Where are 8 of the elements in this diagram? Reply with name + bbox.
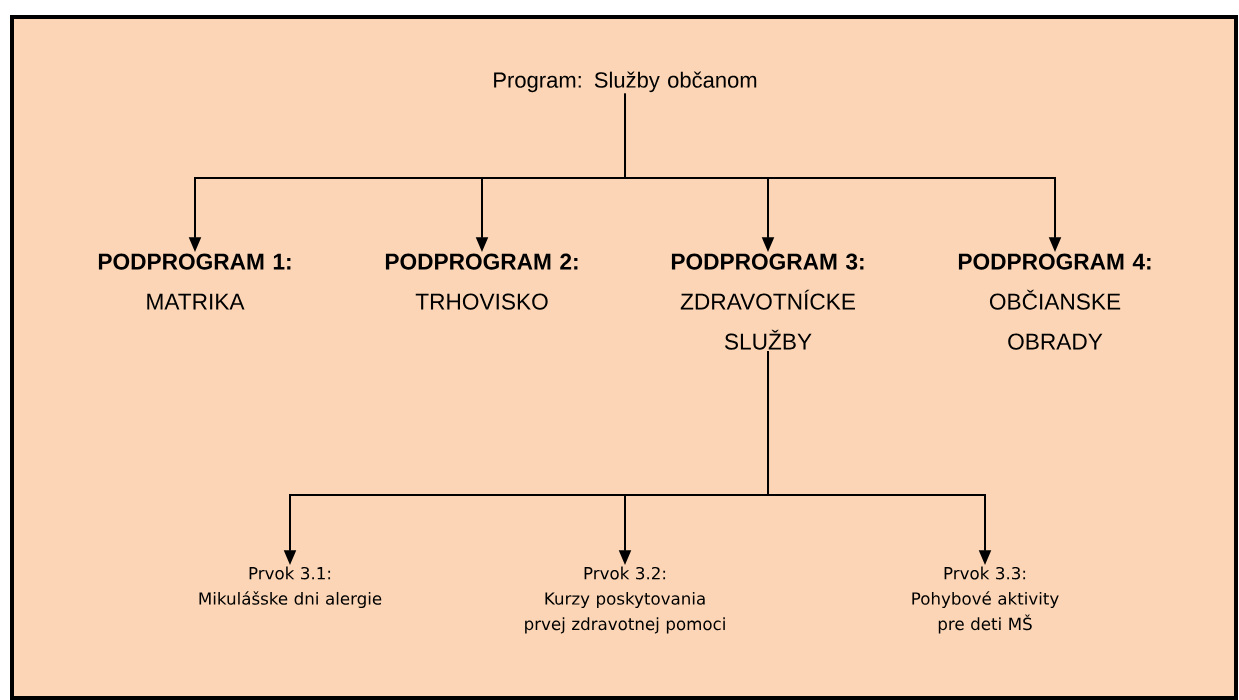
subprogram-label: PODPROGRAM 4: OBČIANSKE OBRADY [958,253,1151,350]
subprogram-label: PODPROGRAM 1: MATRIKA [98,253,291,310]
element-label: Prvok 3.1: Mikulášske dni alergie [199,566,382,609]
element-label: Prvok 3.3: Pohybové aktivity pre deti MŠ [912,566,1059,634]
element-label: Prvok 3.2: Kurzy poskytovania prvej zdravotnej pomoci [525,566,725,634]
subprogram-label: PODPROGRAM 2: TRHOVISKO [385,253,578,310]
program-title: Program: Služby občanom [494,71,757,93]
subprogram-label: PODPROGRAM 3: ZDRAVOTNÍCKE SLUŽBY [671,253,864,350]
